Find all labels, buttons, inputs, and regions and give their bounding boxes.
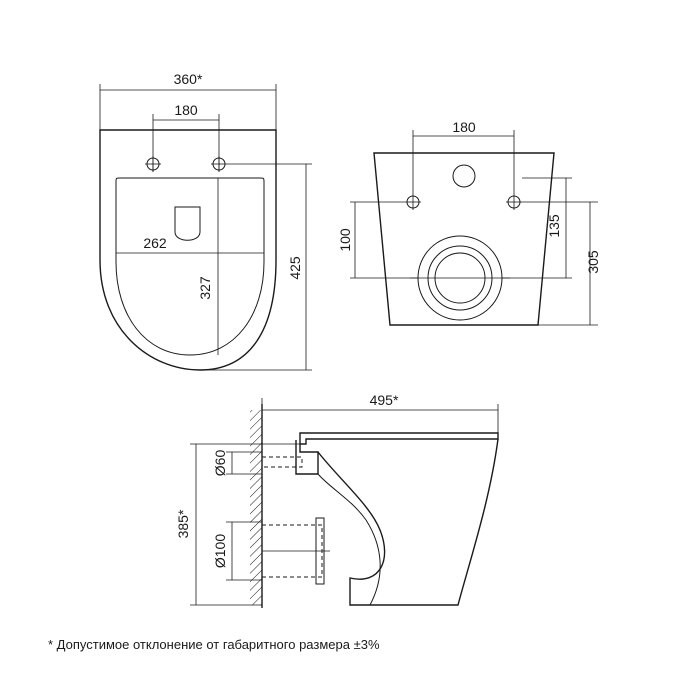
footnote-tolerance: * Допустимое отклонение от габаритного р… — [48, 637, 380, 652]
side-view-trapway — [317, 473, 381, 606]
inner-width-label: 262 — [143, 235, 167, 251]
top-view-inner-outline — [115, 177, 265, 356]
rear-view: 180 100 135 305 — [337, 119, 601, 326]
flush-slot — [174, 206, 201, 241]
rear-inlet-hole — [452, 164, 476, 188]
side-view-body — [295, 438, 499, 606]
top-hole-spacing-label: 180 — [174, 102, 198, 118]
left-height-label: 100 — [337, 228, 353, 252]
top-width-label: 360* — [174, 71, 203, 87]
side-view-seat — [299, 432, 499, 445]
side-view: 495* 385* Ø60 Ø100 — [175, 392, 499, 608]
side-height-label: 385* — [175, 509, 191, 538]
rear-hole-spacing-label: 180 — [452, 119, 476, 135]
top-view: 360* 180 262 327 425 — [99, 71, 312, 371]
side-length-label: 495* — [370, 392, 399, 408]
inner-depth-label: 327 — [197, 276, 213, 300]
wall-hatching — [250, 410, 262, 605]
right-height-label: 135 — [546, 214, 562, 238]
total-height-label: 305 — [585, 250, 601, 274]
inlet-pipe — [261, 456, 303, 468]
rear-view-outline — [373, 152, 555, 326]
total-depth-label: 425 — [287, 256, 303, 280]
inlet-diameter-label: Ø60 — [212, 450, 228, 477]
outlet-diameter-label: Ø100 — [212, 534, 228, 568]
top-view-outer-outline — [99, 129, 277, 371]
